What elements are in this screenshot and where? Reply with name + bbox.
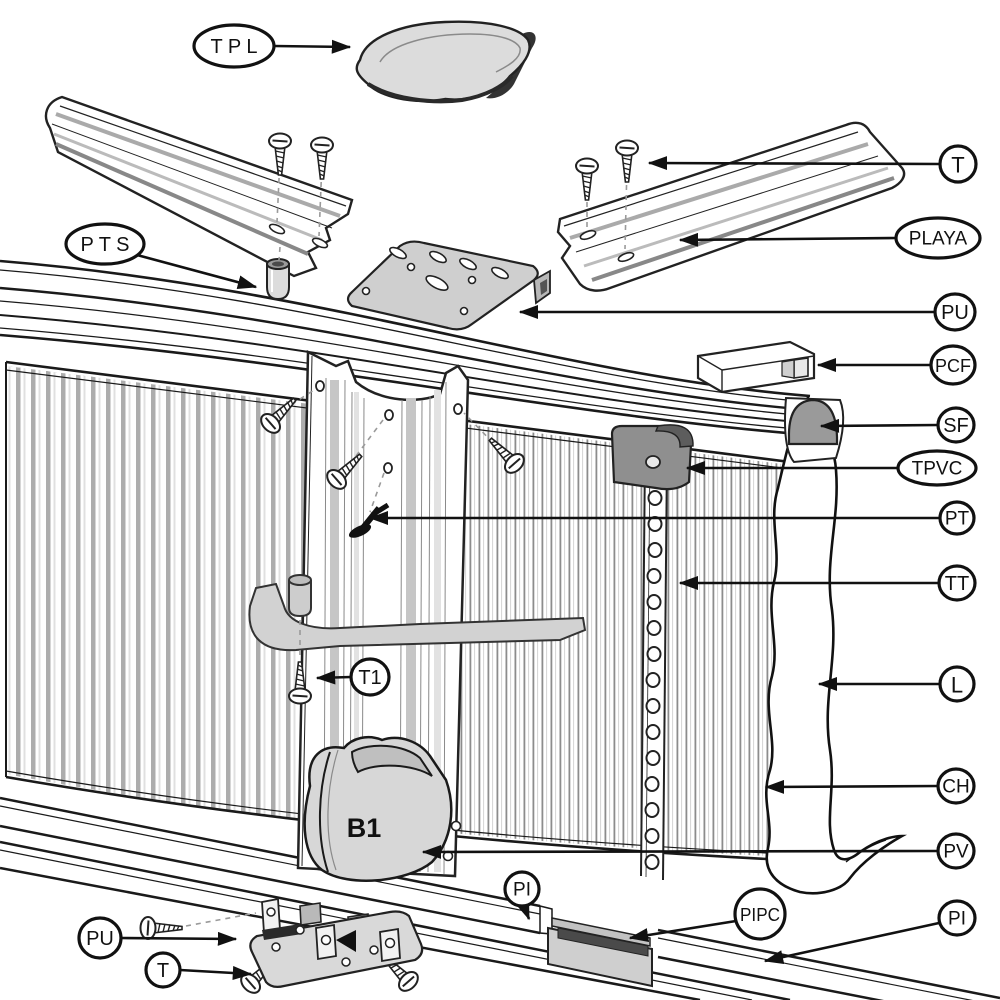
- callout-sf: SF: [819, 406, 976, 444]
- callout-leader-pi-left: [515, 899, 531, 921]
- callout-tpl: T P L: [192, 23, 352, 69]
- callout-label-pcf: PCF: [935, 356, 971, 376]
- callout-playa: PLAYA: [678, 216, 982, 260]
- liner-sheet: [764, 395, 908, 895]
- callout-leader-pts: [136, 253, 258, 290]
- callout-label-ch: CH: [942, 777, 969, 798]
- callout-label-playa: PLAYA: [909, 229, 968, 250]
- callout-layer: T P L T PLAYA P T S PU PCF SF TPVC PT TT L CH PV T1PI…: [64, 23, 982, 989]
- callout-pipc: PIPC: [628, 887, 787, 943]
- callout-t1: T1: [315, 657, 391, 697]
- callout-label-pipc: PIPC: [740, 905, 780, 925]
- callout-ch: CH: [764, 767, 976, 805]
- callout-pv: PV: [421, 832, 976, 870]
- callout-leader-pu-bottom: [120, 931, 238, 946]
- tpl-cap: [355, 20, 536, 104]
- callout-bubble-ch: [936, 767, 976, 805]
- callout-label-pi-right: PI: [948, 909, 966, 930]
- callout-leader-t-top: [647, 156, 941, 171]
- callout-bubble-pipc: [733, 887, 787, 941]
- callout-leader-pv: [421, 844, 939, 859]
- callout-bubble-pv: [936, 832, 976, 870]
- callout-label-tpvc: TPVC: [912, 459, 963, 480]
- callout-l: L: [817, 665, 976, 703]
- callout-label-l: L: [951, 673, 963, 698]
- callout-pts: P T S: [64, 222, 258, 290]
- callout-bubble-playa: [894, 216, 982, 260]
- callout-leader-ch: [764, 779, 939, 794]
- sf-end-cap: [784, 396, 845, 464]
- callout-bubble-pu-bottom: [77, 916, 123, 960]
- callout-t-top: T: [647, 144, 978, 184]
- callout-t-bottom: T: [144, 951, 253, 989]
- callout-bubble-l: [938, 665, 976, 703]
- callout-bubble-pcf: [929, 344, 977, 386]
- callout-pcf: PCF: [816, 344, 977, 386]
- callout-label-pv: PV: [943, 842, 969, 863]
- callout-bubble-pi-left: [503, 870, 541, 908]
- tpvc-clip: [610, 424, 694, 491]
- callout-label-b1: B1: [347, 813, 382, 843]
- callout-label-tpl: T P L: [210, 36, 257, 58]
- callout-bubble-t-top: [938, 144, 978, 184]
- callout-leader-tpl: [273, 39, 352, 54]
- callout-label-pi-left: PI: [513, 880, 531, 901]
- callout-bubble-pu-top: [933, 292, 977, 332]
- callout-pi-left: PI: [503, 870, 541, 921]
- callout-label-sf: SF: [943, 415, 969, 437]
- callout-tt: TT: [678, 564, 977, 602]
- callout-label-tt: TT: [945, 573, 969, 595]
- callout-leader-playa: [678, 232, 897, 247]
- left-top-rail: [44, 95, 354, 278]
- pcf-square-tube: [696, 340, 816, 394]
- callout-leader-pi-right: [763, 921, 940, 964]
- callout-leader-t-bottom: [179, 965, 253, 980]
- callout-pt: PT: [368, 500, 976, 536]
- callout-bubble-pt: [938, 500, 976, 536]
- callout-bubble-tpvc: [896, 449, 978, 487]
- callout-b1: B1: [347, 813, 382, 843]
- callout-pi-right: PI: [763, 899, 977, 964]
- callout-label-pu-bottom: PU: [86, 928, 114, 950]
- callout-bubble-sf: [936, 406, 976, 444]
- callout-leader-pipc: [628, 919, 737, 943]
- callout-label-pt: PT: [945, 509, 970, 530]
- b1-cover: [303, 736, 462, 882]
- playa-rail: [556, 121, 906, 292]
- callout-label-pu-top: PU: [941, 302, 969, 324]
- callout-label-t1: T1: [358, 667, 381, 689]
- callout-tpvc: TPVC: [685, 449, 978, 487]
- callout-label-t-top: T: [951, 153, 964, 178]
- callout-label-pts: P T S: [81, 234, 130, 256]
- callout-pu-bottom: PU: [77, 916, 238, 960]
- top-ledge-band: [0, 259, 811, 437]
- seat-bracket: [248, 574, 587, 652]
- pts-cap: [266, 258, 290, 301]
- callout-label-t-bottom: T: [157, 960, 169, 982]
- callout-bubble-tpl: [192, 23, 276, 69]
- pipc-track-joint: [547, 917, 653, 988]
- top-mounting-plate: [346, 240, 551, 331]
- callout-leader-t1: [315, 670, 352, 685]
- callout-leader-sf: [819, 418, 939, 433]
- callout-bubble-pi-right: [937, 899, 977, 937]
- callout-pu-top: PU: [518, 292, 977, 332]
- callout-bubble-tt: [937, 564, 977, 602]
- callout-bubble-t1: [349, 657, 391, 697]
- tt-rivet-strip: [640, 451, 668, 881]
- callout-bubble-pts: [64, 222, 146, 266]
- callout-bubble-t-bottom: [144, 951, 182, 989]
- bottom-mounting-plate: [249, 897, 424, 988]
